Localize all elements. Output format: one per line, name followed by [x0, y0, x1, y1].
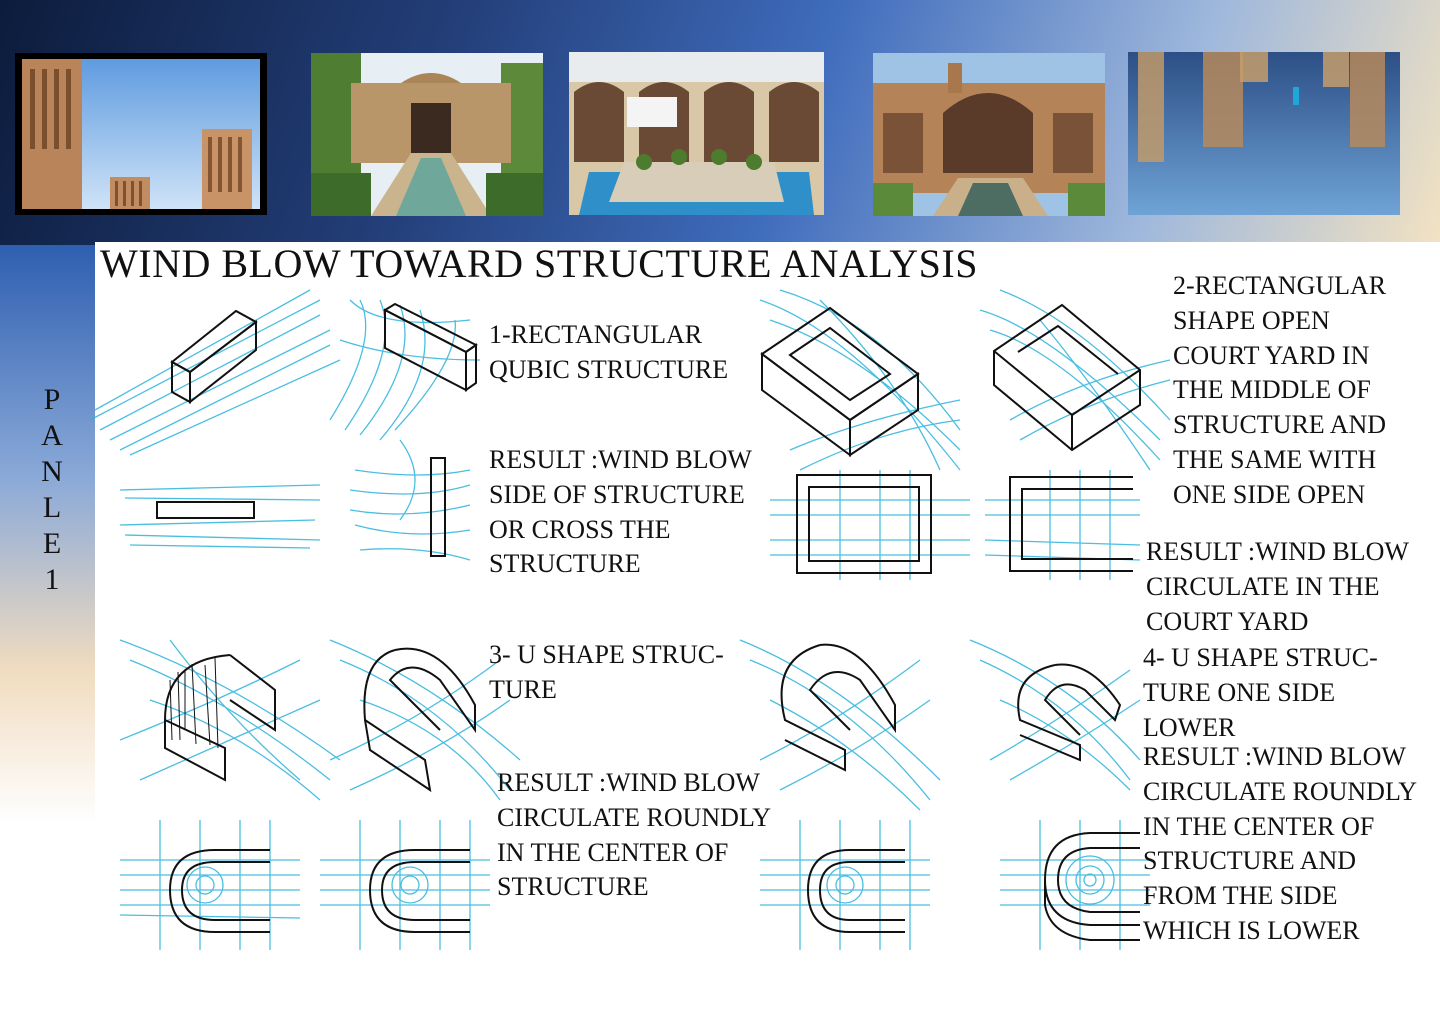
section-1-heading: 1-RECTANGULAR QUBIC STRUCTURE — [489, 320, 729, 384]
left-gradient-background — [0, 245, 95, 1018]
u-shape-iso-sketch-2 — [363, 647, 476, 793]
u-shape-plan-sketch-4 — [1043, 832, 1140, 941]
courtyard-iso-sketch — [760, 306, 920, 457]
section-4-heading: 4- U SHAPE STRUC- TURE ONE SIDE LOWER — [1143, 643, 1378, 742]
u-shape-iso-sketch-3 — [780, 643, 896, 772]
courtyard-open-iso-sketch — [993, 303, 1141, 452]
wind-lines-u-plan-3 — [760, 820, 930, 950]
courtyard-house-pool-photo — [311, 53, 543, 216]
courtyard-plan-sketch — [796, 474, 932, 574]
wind-lines-u-iso-4 — [969, 639, 1141, 791]
wind-lines-bar-plan — [349, 439, 471, 561]
section-3-heading: 3- U SHAPE STRUC- TURE — [489, 640, 724, 704]
wind-lines-courtyard-iso — [759, 289, 961, 471]
wind-lines-box-iso — [89, 289, 341, 456]
u-shape-iso-sketch-4 — [1017, 663, 1122, 762]
u-shape-plan-sketch-3 — [806, 849, 905, 933]
analysis-canvas — [95, 242, 1440, 1018]
section-1-result: RESULT :WIND BLOW SIDE OF STRUCTURE OR C… — [489, 445, 752, 579]
section-2-heading: 2-RECTANGULAR SHAPE OPEN COURT YARD IN T… — [1173, 271, 1387, 509]
octagonal-courtyard-fountain-photo — [569, 52, 824, 215]
panel-label: PANLE1 — [41, 383, 63, 596]
wind-lines-u-iso-2 — [329, 639, 521, 801]
page-title: WIND BLOW TOWARD STRUCTURE ANALYSIS — [100, 241, 978, 286]
wind-lines-u-plan-1 — [119, 820, 301, 950]
bar-plan-sketch — [430, 457, 446, 557]
section-4-result: RESULT :WIND BLOW CIRCULATE ROUNDLY IN T… — [1143, 742, 1418, 945]
box-plan-sketch — [156, 501, 255, 519]
wind-lines-u-plan-4 — [1000, 820, 1150, 950]
wind-lines-u-plan-2 — [320, 820, 490, 950]
wind-towers-photo — [22, 59, 260, 209]
wind-lines-courtyard-open-plan — [984, 470, 1141, 580]
wind-towers-reflection-photo — [1128, 52, 1400, 215]
u-shape-plan-sketch-1 — [168, 849, 270, 933]
courtyard-open-plan-sketch — [1009, 476, 1133, 572]
section-2-result: RESULT :WIND BLOW CIRCULATE IN THE COURT… — [1146, 537, 1409, 636]
bar-iso-sketch — [382, 302, 478, 392]
kashan-house-courtyard-photo — [873, 53, 1105, 216]
section-3-result: RESULT :WIND BLOW CIRCULATE ROUNDLY IN T… — [497, 768, 772, 902]
wind-lines-box-plan — [119, 484, 321, 549]
wind-lines-u-iso-1 — [119, 639, 341, 801]
wind-lines-box-iso-2 — [329, 299, 481, 441]
wind-lines-u-iso-3 — [739, 639, 941, 811]
u-shape-iso-sketch-1 — [163, 654, 276, 782]
box-iso-sketch — [170, 309, 258, 405]
u-shape-plan-sketch-2 — [368, 849, 470, 933]
wind-lines-courtyard-open-iso — [979, 289, 1171, 471]
